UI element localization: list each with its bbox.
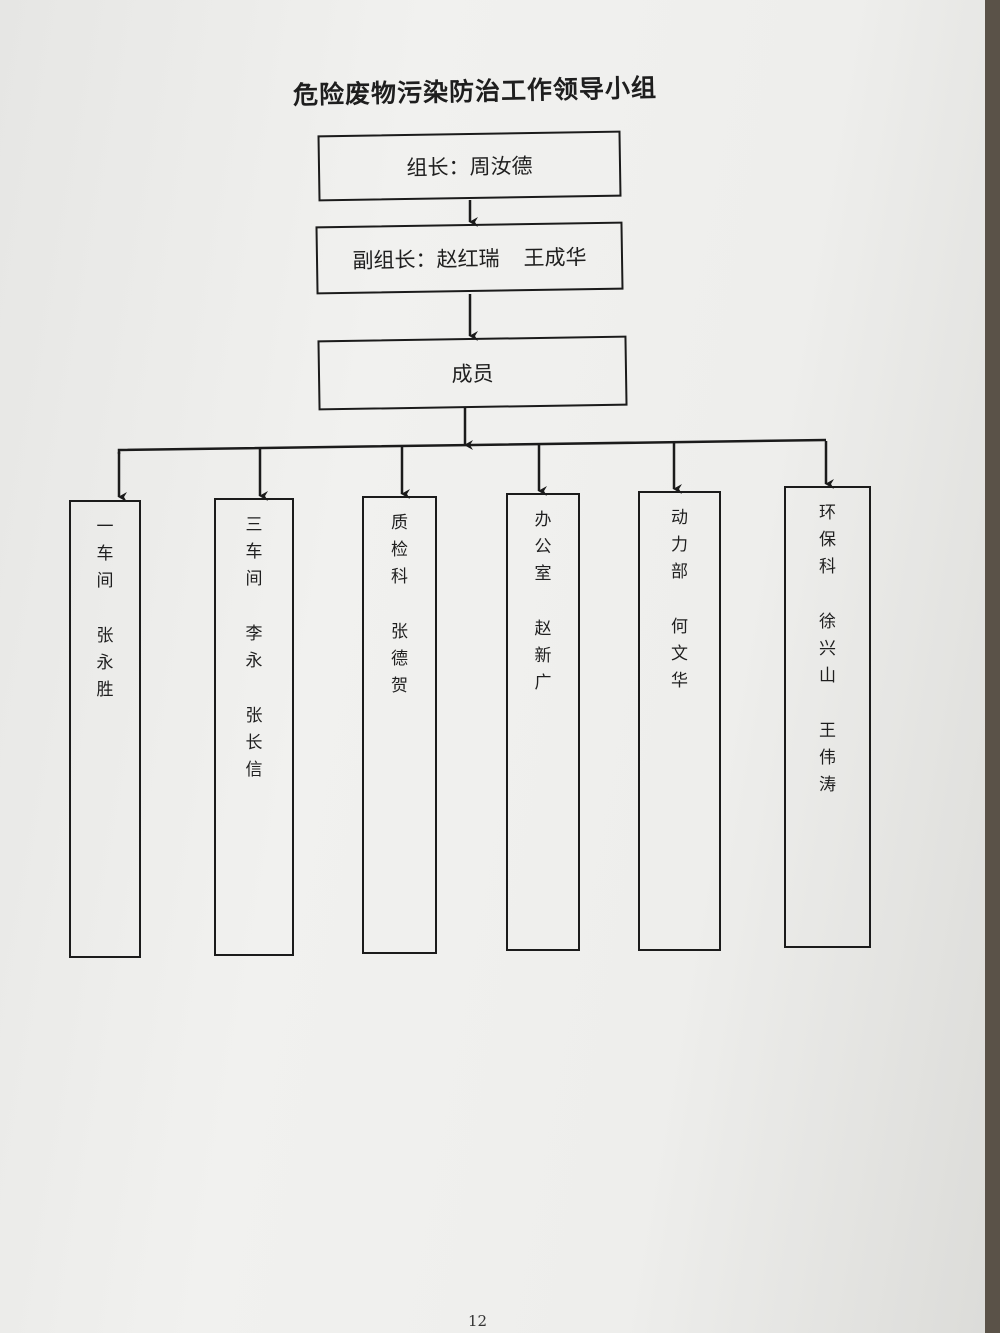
dept-person-4-1: 赵新广	[534, 619, 552, 693]
dept-person-2-2: 张长信	[245, 706, 263, 780]
dept-person-3-1: 张德贺	[391, 622, 408, 696]
dept-name-2: 三车间	[245, 515, 263, 589]
dept-name-5: 动力部	[671, 508, 688, 582]
dept-name-3: 质检科	[391, 513, 408, 587]
dept-box-1: 一车间 张永胜	[69, 500, 141, 958]
dept-person-1-1: 张永胜	[96, 626, 114, 700]
dept-person-6-1: 徐兴山	[819, 612, 836, 686]
dept-person-2-1: 李永	[245, 624, 263, 671]
branch-horizontal	[117, 438, 827, 454]
dept-box-2: 三车间 李永 张长信	[214, 498, 294, 956]
dept-person-6-2: 王伟涛	[819, 721, 836, 795]
dept-name-6: 环保科	[819, 503, 836, 577]
dept-person-5-1: 何文华	[671, 617, 688, 691]
dept-name-1: 一车间	[96, 517, 114, 591]
dept-box-6: 环保科 徐兴山 王伟涛	[784, 486, 871, 948]
dept-box-4: 办公室 赵新广	[506, 493, 580, 951]
dept-box-3: 质检科 张德贺	[362, 496, 437, 954]
page-number: 12	[468, 1312, 488, 1330]
dept-name-4: 办公室	[534, 510, 552, 584]
dept-box-5: 动力部 何文华	[638, 491, 721, 951]
